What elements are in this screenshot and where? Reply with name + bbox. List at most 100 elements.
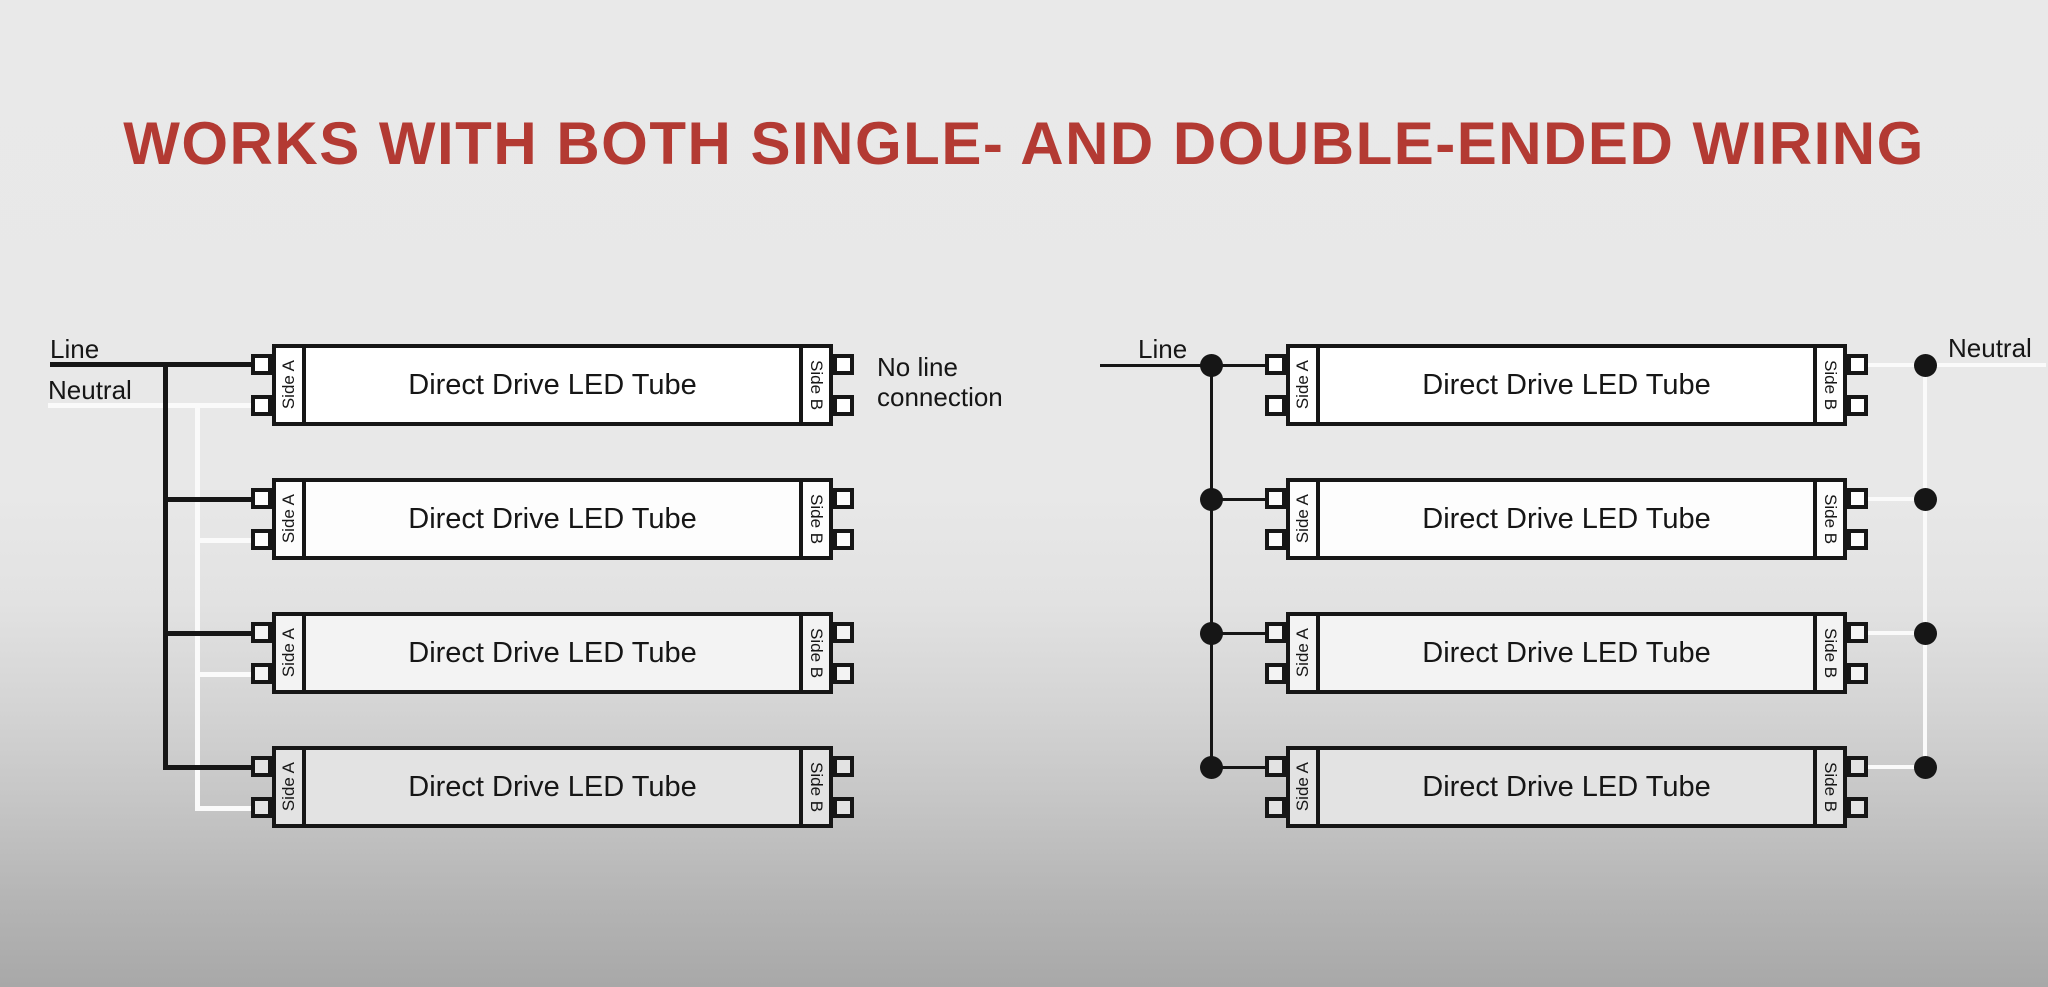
tube-pin-left-top [1265, 756, 1286, 777]
tube-body-label: Direct Drive LED Tube [408, 502, 697, 535]
tube-pin-right-bottom [833, 663, 854, 684]
tube-pin-right-top [833, 622, 854, 643]
side-a-endcap: Side A [1290, 482, 1320, 556]
junction-dot [1914, 354, 1937, 377]
junction-dot [1200, 488, 1223, 511]
side-a-endcap: Side A [276, 482, 306, 556]
junction-dot [1914, 622, 1937, 645]
junction-dot [1200, 622, 1223, 645]
side-b-endcap: Side B [1813, 348, 1843, 422]
junction-dot [1914, 488, 1937, 511]
tube-pin-left-top [1265, 488, 1286, 509]
tube-body-label: Direct Drive LED Tube [1422, 636, 1711, 669]
side-b-label: Side B [1821, 493, 1840, 545]
line-bus [163, 362, 168, 770]
tube-pin-left-bottom [251, 797, 272, 818]
no-line-connection-label: No line connection [877, 352, 1003, 412]
side-b-label: Side B [1821, 627, 1840, 679]
led-tube: Side A Direct Drive LED Tube Side B [1265, 478, 1868, 560]
side-b-label: Side B [1821, 359, 1840, 411]
neutral-branch-wire [1864, 765, 1927, 769]
side-a-label: Side A [279, 494, 298, 544]
line-label: Line [50, 334, 100, 364]
tube-pin-left-top [251, 622, 272, 643]
junction-dot [1200, 756, 1223, 779]
neutral-wire [1927, 363, 2046, 367]
page-title: WORKS WITH BOTH SINGLE- AND DOUBLE-ENDED… [123, 110, 1925, 177]
led-tube: Side A Direct Drive LED Tube Side B [251, 478, 854, 560]
tube-pin-left-top [1265, 622, 1286, 643]
tube-pin-right-top [1847, 756, 1868, 777]
junction-dot [1200, 354, 1223, 377]
line-branch-wire [1211, 766, 1270, 769]
led-tube: Side A Direct Drive LED Tube Side B [251, 612, 854, 694]
side-b-endcap: Side B [799, 616, 829, 690]
side-a-label: Side A [279, 762, 298, 812]
tube-pin-right-bottom [833, 797, 854, 818]
tube-body-label: Direct Drive LED Tube [408, 368, 697, 401]
side-b-label: Side B [807, 493, 826, 545]
line-branch-wire [1211, 632, 1270, 635]
side-a-endcap: Side A [1290, 750, 1320, 824]
tube-pin-right-top [1847, 488, 1868, 509]
tube-pin-left-bottom [251, 529, 272, 550]
no-line-connection-line1: No line [877, 352, 958, 382]
led-tube: Side A Direct Drive LED Tube Side B [1265, 612, 1868, 694]
neutral-branch-wire [1864, 497, 1927, 501]
line-wire [1100, 364, 1270, 367]
neutral-branch-wire [1864, 631, 1927, 635]
tube-outline: Side A Direct Drive LED Tube Side B [1286, 612, 1847, 694]
tube-pin-left-bottom [1265, 529, 1286, 550]
side-a-label: Side A [1293, 628, 1312, 678]
single-ended-tube-column: Side A Direct Drive LED Tube Side B Side… [251, 0, 854, 987]
led-tube: Side A Direct Drive LED Tube Side B [1265, 344, 1868, 426]
side-a-label: Side A [1293, 762, 1312, 812]
tube-pin-left-top [1265, 354, 1286, 375]
neutral-branch-wire [195, 538, 257, 543]
tube-body-label: Direct Drive LED Tube [1422, 368, 1711, 401]
neutral-label: Neutral [1948, 333, 2032, 363]
tube-pin-left-top [251, 488, 272, 509]
tube-outline: Side A Direct Drive LED Tube Side B [272, 612, 833, 694]
neutral-branch-wire [195, 672, 257, 677]
neutral-branch-wire [1864, 363, 1927, 367]
side-a-label: Side A [1293, 360, 1312, 410]
side-b-label: Side B [807, 761, 826, 813]
double-ended-tube-column: Side A Direct Drive LED Tube Side B Side… [1265, 0, 1868, 987]
side-b-label: Side B [807, 627, 826, 679]
tube-pin-right-top [833, 354, 854, 375]
side-b-endcap: Side B [799, 482, 829, 556]
no-line-connection-line2: connection [877, 382, 1003, 412]
side-a-endcap: Side A [276, 348, 306, 422]
line-branch-wire [163, 497, 257, 502]
tube-body-label: Direct Drive LED Tube [1422, 770, 1711, 803]
tube-outline: Side A Direct Drive LED Tube Side B [272, 478, 833, 560]
tube-pin-right-bottom [1847, 663, 1868, 684]
tube-pin-right-bottom [1847, 797, 1868, 818]
tube-body-label: Direct Drive LED Tube [1422, 502, 1711, 535]
line-wire [50, 362, 257, 367]
tube-pin-right-top [1847, 622, 1868, 643]
side-b-label: Side B [1821, 761, 1840, 813]
neutral-label: Neutral [48, 375, 132, 405]
line-branch-wire [163, 765, 257, 770]
side-a-endcap: Side A [1290, 616, 1320, 690]
led-tube: Side A Direct Drive LED Tube Side B [251, 746, 854, 828]
side-b-endcap: Side B [799, 750, 829, 824]
tube-body-label: Direct Drive LED Tube [408, 636, 697, 669]
side-b-endcap: Side B [1813, 482, 1843, 556]
side-a-label: Side A [279, 628, 298, 678]
side-b-endcap: Side B [1813, 616, 1843, 690]
line-branch-wire [1211, 498, 1270, 501]
tube-outline: Side A Direct Drive LED Tube Side B [272, 746, 833, 828]
tube-pin-left-bottom [251, 395, 272, 416]
tube-pin-left-bottom [251, 663, 272, 684]
tube-pin-right-top [1847, 354, 1868, 375]
tube-outline: Side A Direct Drive LED Tube Side B [272, 344, 833, 426]
tube-body-label: Direct Drive LED Tube [408, 770, 697, 803]
tube-pin-right-top [833, 756, 854, 777]
neutral-bus [195, 403, 200, 811]
side-b-endcap: Side B [799, 348, 829, 422]
side-a-label: Side A [1293, 494, 1312, 544]
